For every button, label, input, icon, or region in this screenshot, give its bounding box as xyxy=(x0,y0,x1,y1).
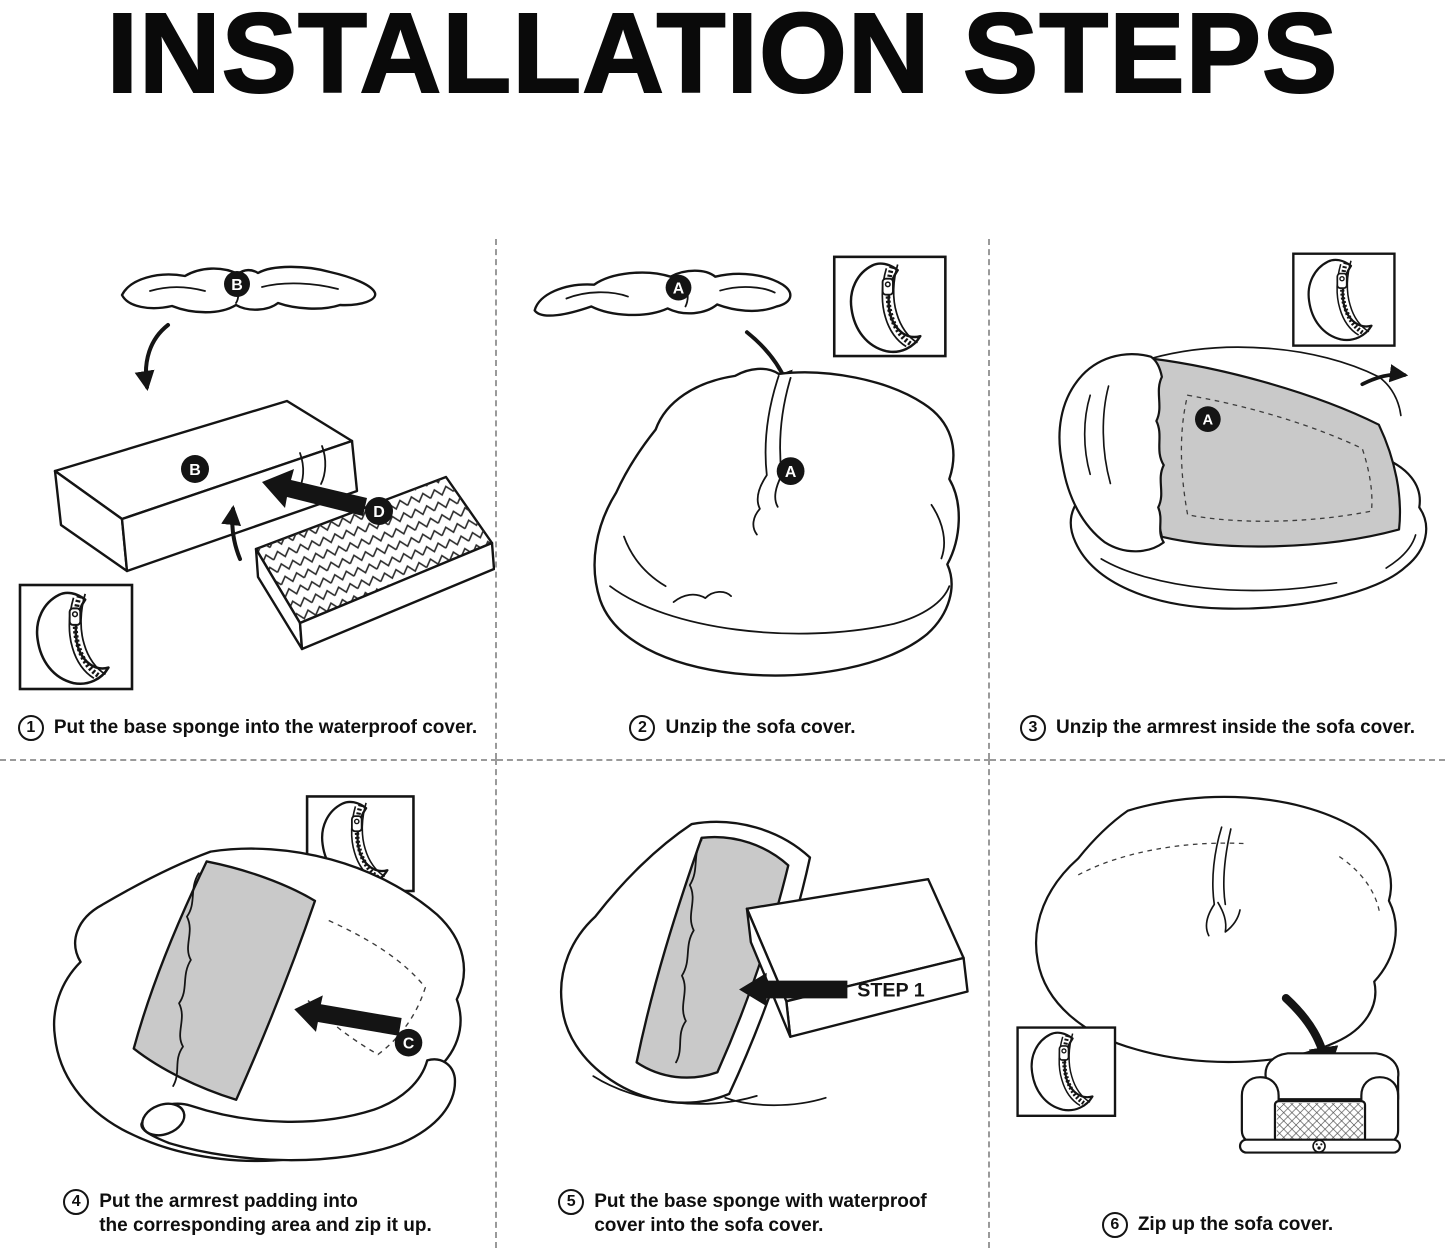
push-in-arrow xyxy=(739,972,848,1007)
part-label-a-armrest: A xyxy=(1203,413,1214,429)
zipper-detail-inset xyxy=(832,255,947,358)
step-number-badge: 2 xyxy=(629,714,656,741)
part-label-circle xyxy=(776,457,805,485)
caption-line-1: Put the armrest padding into xyxy=(99,1191,358,1213)
step-caption-text: Zip up the sofa cover. xyxy=(1138,1213,1333,1237)
step-caption: 2 Unzip the sofa cover. xyxy=(497,710,988,759)
base-sponge-foam-drawing xyxy=(254,475,495,651)
step-panel-4: C 4 Put the armrest padding into the cor… xyxy=(0,758,497,1248)
step-caption-text: Put the armrest padding into the corresp… xyxy=(99,1190,432,1238)
step-caption: 5 Put the base sponge with waterproof co… xyxy=(497,1184,988,1248)
caption-line-2: the corresponding area and zip it up. xyxy=(99,1215,432,1237)
step-3-illustration: A xyxy=(1058,252,1428,610)
caption-line-1: Zip up the sofa cover. xyxy=(1137,1213,1334,1235)
step-caption-text: Unzip the armrest inside the sofa cover. xyxy=(1056,716,1415,740)
finished-sofa-bed-drawing xyxy=(1238,1052,1402,1154)
step-5-illustration: STEP 1 xyxy=(559,820,969,1106)
part-label-a-piece: A xyxy=(673,280,685,297)
step-number-badge: 3 xyxy=(1020,714,1046,741)
paw-logo-icon xyxy=(1312,1139,1326,1153)
armrest-cover-piece-drawing xyxy=(533,269,792,317)
base-sponge-with-cover-drawing xyxy=(745,877,969,1038)
caption-line-2: cover into the sofa cover. xyxy=(594,1215,824,1237)
insert-arrow xyxy=(134,322,170,391)
sofa-cover-open-drawing xyxy=(1058,346,1428,610)
step-caption: 3 Unzip the armrest inside the sofa cove… xyxy=(990,710,1445,759)
push-in-arrow xyxy=(294,995,402,1036)
sofa-cover-closed-drawing xyxy=(1034,795,1397,1063)
step-caption: 6 Zip up the sofa cover. xyxy=(990,1207,1445,1248)
step-1-reference-label: STEP 1 xyxy=(857,979,925,1001)
part-label-circle xyxy=(665,274,692,301)
step-panel-2: A A 2 xyxy=(497,238,990,759)
caption-line-1: Put the base sponge into the waterproof … xyxy=(53,716,478,738)
part-label-circle xyxy=(394,1028,423,1057)
zipper-detail-inset xyxy=(1292,252,1396,347)
step-1-illustration: B B D xyxy=(18,265,495,691)
part-label-b-cover: B xyxy=(231,277,243,294)
step-4-illustration: C xyxy=(53,795,466,1162)
caption-line-1: Put the base sponge with waterproof xyxy=(594,1191,927,1213)
step-6-illustration xyxy=(1016,795,1402,1154)
part-label-circle xyxy=(365,496,393,525)
step-number-badge: 4 xyxy=(63,1189,90,1216)
step-number-badge: 6 xyxy=(1101,1211,1128,1238)
caption-line-1: Unzip the armrest inside the sofa cover. xyxy=(1056,716,1415,738)
sofa-cover-open-drawing xyxy=(559,820,827,1106)
part-label-c: C xyxy=(403,1035,414,1052)
part-label-b-slab: B xyxy=(189,462,201,479)
step-panel-6: 6 Zip up the sofa cover. xyxy=(990,758,1445,1248)
step-caption-text: Put the base sponge into the waterproof … xyxy=(54,716,477,740)
part-label-circle xyxy=(224,270,250,297)
step-caption: 1 Put the base sponge into the waterproo… xyxy=(0,710,495,759)
zipper-detail-inset xyxy=(1016,1026,1117,1117)
corner-arrow xyxy=(1360,364,1409,386)
push-in-arrow xyxy=(262,468,367,516)
step-2-illustration: A A xyxy=(533,255,960,677)
sofa-cover-drawing xyxy=(593,367,960,677)
part-label-circle xyxy=(181,454,209,483)
part-label-a-sofa: A xyxy=(785,464,797,481)
step-number-badge: 1 xyxy=(17,714,44,741)
sofa-cover-armrest-area-drawing xyxy=(53,847,466,1162)
part-label-d: D xyxy=(373,504,385,521)
zipper-detail-inset xyxy=(18,583,134,691)
caption-line-1: Unzip the sofa cover. xyxy=(665,716,856,738)
part-label-circle xyxy=(1194,406,1221,432)
step-panel-1: B B D xyxy=(0,238,497,759)
step-panel-3: A 3 Unzip the armrest inside the sofa co… xyxy=(990,239,1445,759)
step-caption: 4 Put the armrest padding into the corre… xyxy=(0,1184,495,1248)
flap-up-arrow xyxy=(221,504,242,561)
step-caption-text: Put the base sponge with waterproof cove… xyxy=(594,1190,927,1238)
step-caption-text: Unzip the sofa cover. xyxy=(665,716,855,740)
step-panel-5: STEP 1 5 Put the base sponge with waterp… xyxy=(497,758,990,1248)
steps-grid: B B D xyxy=(0,238,1445,1248)
step-number-badge: 5 xyxy=(558,1189,585,1216)
page-title: INSTALLATION STEPS xyxy=(106,0,1339,116)
